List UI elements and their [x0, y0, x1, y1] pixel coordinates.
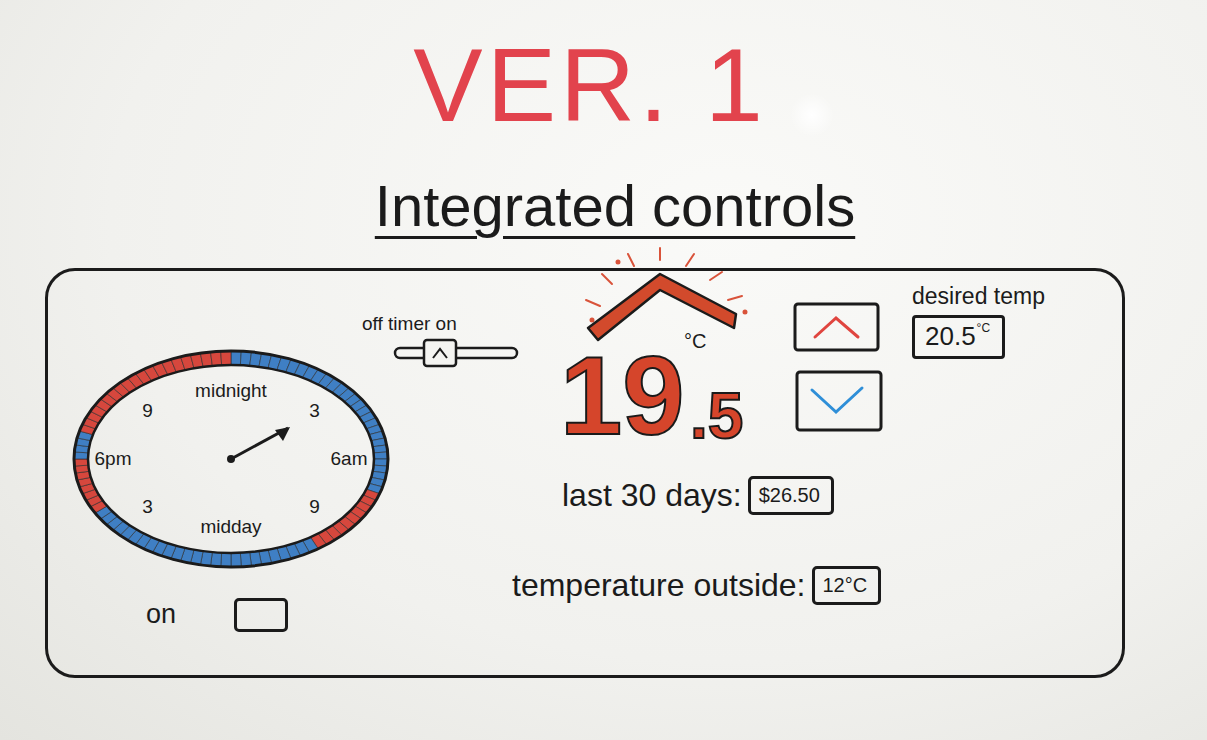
down-button	[797, 372, 881, 430]
unit-text: °C	[977, 322, 990, 336]
clock-hour-label: 6am	[331, 448, 368, 470]
value-box: 20.5°C	[912, 315, 1005, 359]
timer-slider	[395, 340, 517, 366]
up-button	[795, 304, 878, 350]
slider-handle	[424, 340, 456, 366]
value-text: 12°C	[823, 574, 868, 597]
desired-temp-box: desired temp 20.5°C	[912, 283, 1045, 359]
value-text: 20.5	[925, 322, 976, 352]
ring-segment	[240, 552, 251, 567]
ring-segment	[231, 553, 241, 567]
power-toggle: on	[146, 598, 288, 632]
clock-hour-label: 6pm	[95, 448, 132, 470]
timer-clock: midnight 3 6am 9 midday 3 6pm 9	[72, 348, 390, 570]
cost-box: last 30 days: $26.50	[562, 476, 834, 515]
field-heading: last 30 days:	[562, 477, 742, 514]
roof-shape	[588, 274, 736, 340]
clock-hour-label: 9	[309, 496, 320, 518]
value-box: 12°C	[812, 566, 881, 605]
current-temp-whole: 19	[560, 340, 685, 452]
field-heading: desired temp	[912, 283, 1045, 309]
field-heading: temperature outside:	[512, 567, 806, 604]
clock-hour-label: 3	[142, 496, 153, 518]
light-glare	[790, 93, 834, 137]
house-icon	[586, 248, 747, 340]
toggle-label: on	[146, 599, 176, 630]
current-temp-decimal: .5	[690, 384, 743, 448]
version-title: VER. 1	[0, 26, 1180, 146]
current-temp-unit: °C	[684, 330, 706, 353]
ring-segment	[211, 351, 222, 366]
hand-arrowhead	[275, 427, 290, 441]
handle-caret	[433, 349, 447, 358]
clock-hour-label: 9	[142, 400, 153, 422]
clock-pivot	[227, 455, 235, 463]
clock-hour-label: midday	[200, 516, 261, 538]
clock-hour-label: midnight	[195, 380, 267, 402]
value-text: $26.50	[759, 484, 820, 507]
toggle-box	[234, 598, 288, 632]
up-chevron	[815, 318, 858, 337]
value-box: $26.50	[748, 476, 834, 515]
control-panel: Integrated controlsmidnight36am9midday36…	[45, 268, 1125, 678]
outside-temp-box: temperature outside: 12°C	[512, 566, 881, 605]
ring-segment	[231, 351, 241, 365]
button-frame	[797, 372, 881, 430]
timer-switch-label: off timer on	[362, 313, 457, 335]
ring-segment	[74, 459, 88, 466]
clock-outer-rim	[74, 351, 388, 567]
down-chevron	[812, 388, 862, 412]
clock-hour-label: 3	[309, 400, 320, 422]
panel-heading: Integrated controls	[75, 173, 1155, 240]
button-frame	[795, 304, 878, 350]
ring-segment	[221, 553, 231, 567]
ring-segment	[221, 351, 231, 365]
clock-inner-rim	[88, 365, 374, 553]
ring-segment	[374, 452, 388, 459]
